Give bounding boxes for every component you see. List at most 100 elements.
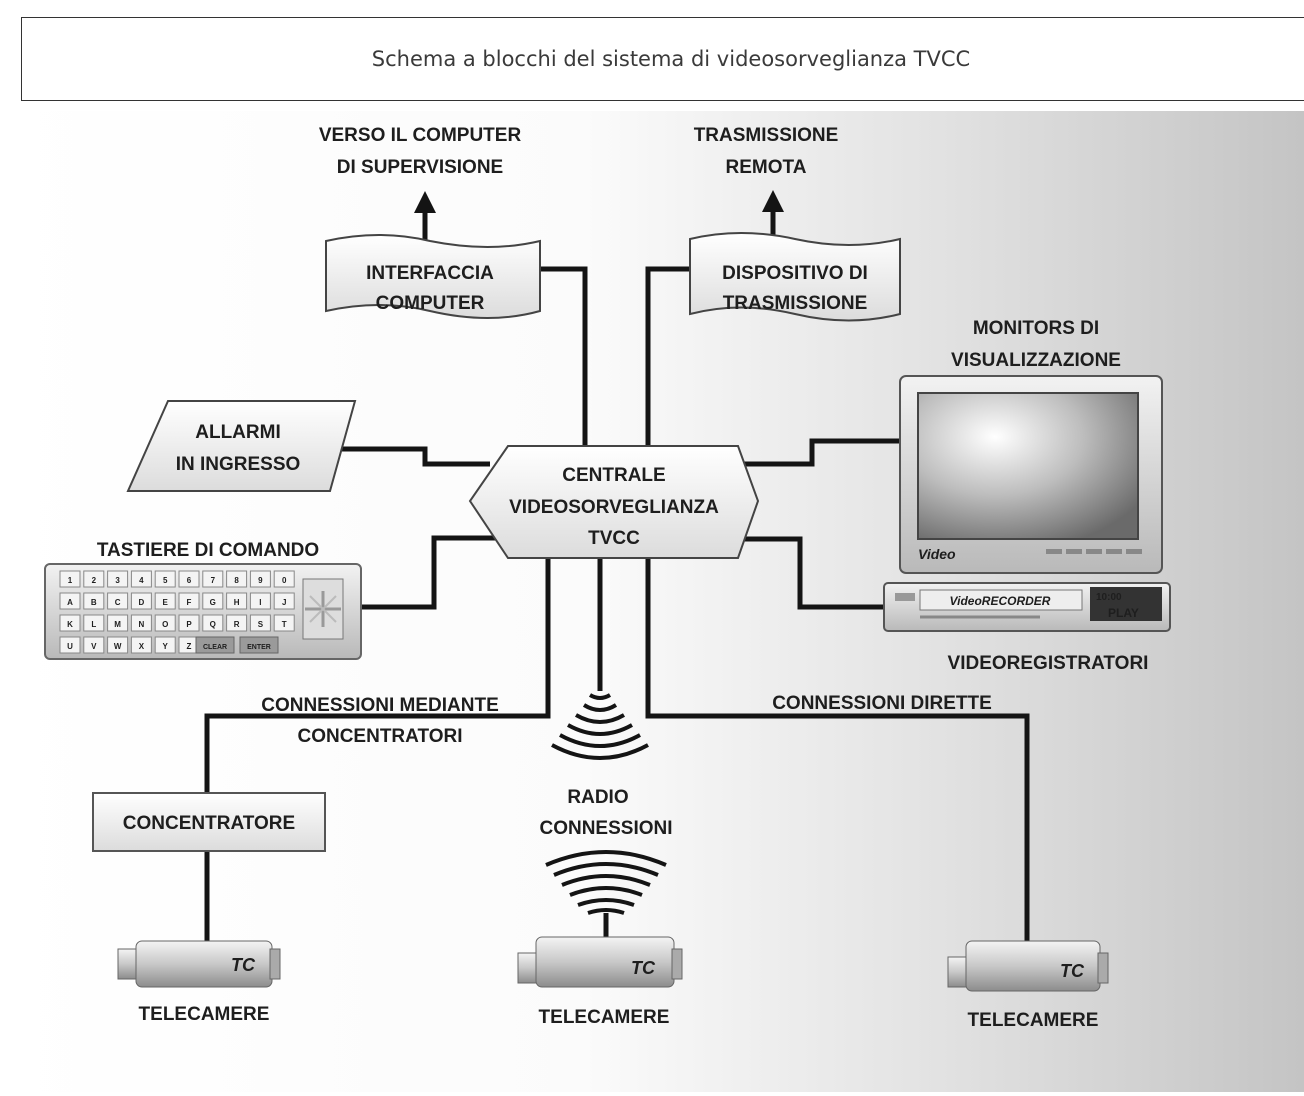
- keyboard-key-label: CLEAR: [203, 644, 227, 651]
- keyboard-key-label: W: [114, 642, 122, 651]
- keyboard-key: [226, 592, 248, 610]
- keyboard-key: [273, 592, 295, 610]
- keyboard-key-label: 5: [163, 576, 168, 585]
- keyboard-key: [107, 570, 129, 588]
- vcr-play: PLAY: [1108, 606, 1139, 620]
- keyboard-key-label: P: [186, 620, 192, 629]
- keyboard-key: [178, 570, 200, 588]
- radio-waves-icon: [545, 850, 667, 915]
- keyboard-key-label: M: [114, 620, 121, 629]
- keyboard-key-label: C: [115, 598, 121, 607]
- computer-interface-label: INTERFACCIA: [366, 263, 494, 284]
- keyboard-key-label: V: [91, 642, 97, 651]
- monitor-icon: Video: [899, 375, 1163, 574]
- keyboard-key-label: 4: [139, 576, 144, 585]
- keyboard-key: [178, 592, 200, 610]
- cameras-label: TELECAMERE: [139, 1004, 270, 1025]
- keyboard-key: [83, 570, 105, 588]
- keyboard-key: [195, 636, 235, 654]
- radio-connections-label: RADIO: [567, 787, 628, 808]
- keyboard-key: [59, 614, 81, 632]
- diagram-svg: VERSO IL COMPUTER DI SUPERVISIONE TRASMI…: [0, 111, 1304, 1092]
- transmission-device-label: DISPOSITIVO DI: [722, 263, 868, 284]
- keyboard-key: [154, 592, 176, 610]
- computer-interface-block: INTERFACCIA COMPUTER: [325, 234, 541, 319]
- keyboard-key-label: T: [282, 620, 287, 629]
- supervisor-label: VERSO IL COMPUTER: [319, 125, 522, 146]
- keyboard-key: [59, 636, 81, 654]
- keyboard-key: [130, 636, 152, 654]
- keyboard-key-label: L: [91, 620, 96, 629]
- block-diagram: VERSO IL COMPUTER DI SUPERVISIONE TRASMI…: [0, 101, 1304, 1092]
- joystick-icon: [305, 591, 341, 627]
- keyboard-key: [154, 614, 176, 632]
- central-unit-block: CENTRALE VIDEOSORVEGLIANZA TVCC: [468, 445, 760, 559]
- keyboard-key-label: B: [91, 598, 97, 607]
- keyboard-key-label: 2: [92, 576, 97, 585]
- keyboard-key-label: 3: [115, 576, 120, 585]
- keyboard-key-label: G: [210, 598, 216, 607]
- direct-connections-label: CONNESSIONI DIRETTE: [772, 693, 992, 714]
- connection-lines: [204, 266, 1030, 941]
- keyboard-key-label: I: [259, 598, 261, 607]
- keyboard-key: [226, 570, 248, 588]
- keyboard-key-label: 6: [187, 576, 192, 585]
- computer-interface-label: COMPUTER: [376, 293, 485, 314]
- keyboard-key-label: U: [67, 642, 73, 651]
- keyboard-key-label: H: [234, 598, 240, 607]
- alarm-inputs-label: ALLARMI: [195, 422, 280, 443]
- keyboard-key-label: 8: [234, 576, 239, 585]
- keyboard-key-label: Y: [163, 642, 169, 651]
- keyboard-key: [130, 592, 152, 610]
- keyboard-key-label: D: [139, 598, 145, 607]
- keyboard-key: [83, 592, 105, 610]
- keyboard-key-label: X: [139, 642, 145, 651]
- hub-connections-label: CONNESSIONI MEDIANTE: [261, 695, 499, 716]
- keyboard-key: [202, 570, 224, 588]
- up-arrow-icon: [414, 191, 436, 244]
- keyboard-key: [59, 592, 81, 610]
- cameras-label: TELECAMERE: [539, 1007, 670, 1028]
- cameras-label: TELECAMERE: [968, 1010, 1099, 1031]
- keyboard-key: [249, 614, 271, 632]
- vcr-time: 10:00: [1096, 592, 1122, 603]
- keyboard-key: [107, 592, 129, 610]
- remote-transmission-label: REMOTA: [726, 157, 807, 178]
- keyboard-key-label: O: [162, 620, 168, 629]
- keyboard-key: [202, 614, 224, 632]
- keyboard-key-label: S: [258, 620, 264, 629]
- monitors-label: VISUALIZZAZIONE: [951, 350, 1121, 371]
- keyboard-key: [249, 570, 271, 588]
- transmission-device-label: TRASMISSIONE: [723, 293, 868, 314]
- alarm-inputs-label: IN INGRESSO: [176, 454, 301, 475]
- keyboard-key-label: A: [67, 598, 73, 607]
- keyboard-key-label: 1: [68, 576, 73, 585]
- keyboard-key-label: R: [234, 620, 240, 629]
- keyboard-key-label: J: [282, 598, 286, 607]
- supervisor-label: DI SUPERVISIONE: [337, 157, 503, 178]
- camera-tag: TC: [231, 955, 256, 975]
- vcr-brand: VideoRECORDER: [950, 594, 1051, 608]
- keyboard-key: [226, 614, 248, 632]
- video-recorder-icon: VideoRECORDER 10:00 PLAY: [883, 582, 1171, 632]
- keyboard-key: [130, 614, 152, 632]
- keyboard-key: [107, 614, 129, 632]
- keyboard-key: [130, 570, 152, 588]
- keyboard-key: [273, 614, 295, 632]
- keyboard-key-label: N: [139, 620, 145, 629]
- central-unit-label: TVCC: [588, 528, 640, 549]
- keyboard-key: [59, 570, 81, 588]
- keyboard-key-label: K: [67, 620, 73, 629]
- keyboard-key-label: 7: [211, 576, 216, 585]
- camera-icon: TC: [117, 940, 281, 988]
- central-unit-label: VIDEOSORVEGLIANZA: [509, 497, 719, 518]
- camera-tag: TC: [631, 958, 656, 978]
- keyboard-key-label: E: [163, 598, 169, 607]
- monitors-label: MONITORS DI: [973, 318, 1099, 339]
- concentrator-block: CONCENTRATORE: [92, 792, 326, 852]
- keyboard-key: [107, 636, 129, 654]
- keyboard-key-label: 9: [258, 576, 263, 585]
- concentrator-label: CONCENTRATORE: [123, 813, 295, 834]
